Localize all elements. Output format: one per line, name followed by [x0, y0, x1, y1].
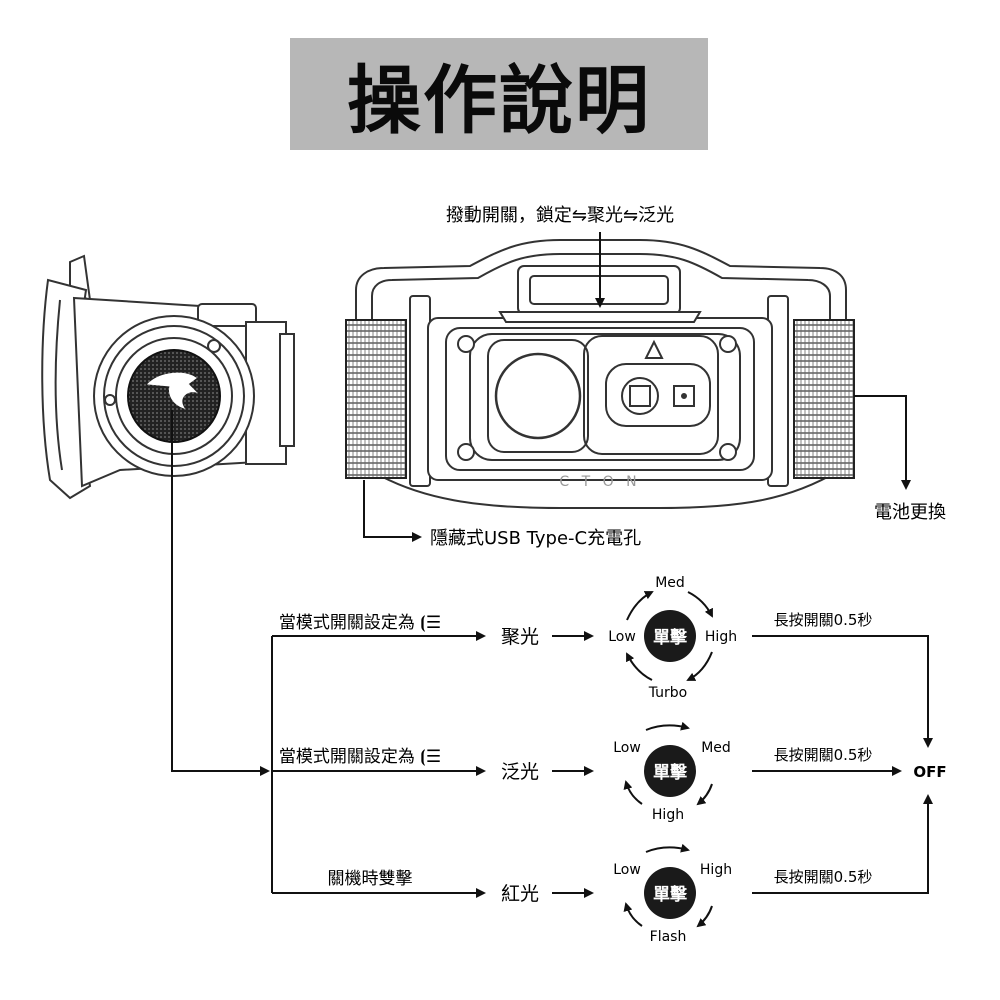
- row2-mode: 泛光: [501, 761, 539, 783]
- row3-click-label: 單擊: [653, 884, 688, 905]
- row3-click-button: [644, 867, 696, 919]
- switch-label: 撥動開關，鎖定⇋聚光⇋泛光: [446, 205, 674, 226]
- row3-mode-topright: High: [700, 862, 732, 878]
- row1-mode-left: Low: [608, 629, 636, 645]
- usb-label: 隱藏式USB Type-C充電孔: [430, 528, 641, 549]
- row1-mode-right: High: [705, 629, 737, 645]
- row2-off-label: 長按開關0.5秒: [774, 746, 873, 764]
- row2-click-label: 單擊: [653, 762, 688, 783]
- row3-condition: 關機時雙擊: [328, 869, 413, 889]
- row3-off-label: 長按開關0.5秒: [774, 868, 873, 886]
- row3-mode-topleft: Low: [613, 862, 641, 878]
- headlamp-side-view: [41, 254, 295, 500]
- battery-label: 電池更換: [874, 502, 946, 523]
- row2-condition: 當模式開關設定為 ⦗☰: [279, 747, 441, 767]
- headlamp-front-view: C T O N: [345, 239, 855, 509]
- row2-mode-bottom: High: [652, 807, 684, 823]
- row-flood: 當模式開關設定為 ⦗☰ 泛光 單擊 Low Med High 長按開關0.5秒 …: [272, 721, 947, 823]
- row2-mode-topright: Med: [701, 740, 731, 756]
- row1-off-label: 長按開關0.5秒: [774, 611, 873, 629]
- row2-click-button: [644, 745, 696, 797]
- row1-mode: 聚光: [501, 626, 539, 648]
- row-red: 關機時雙擊 紅光 單擊 Low High Flash 長按開關0.5秒: [272, 794, 933, 945]
- battery-arrow: [854, 395, 911, 490]
- row1-click-label: 單擊: [653, 627, 688, 648]
- page-title: 操作說明: [347, 57, 651, 144]
- mode-switch-line: [171, 410, 270, 776]
- row3-mode: 紅光: [501, 883, 539, 905]
- off-label: OFF: [913, 763, 946, 781]
- svg-text:C T O N: C T O N: [559, 474, 640, 490]
- row2-mode-topleft: Low: [613, 740, 641, 756]
- row-spot: 當模式開關設定為 ⦗☰ 聚光 單擊 Med Low High Turbo 長按開…: [272, 575, 933, 748]
- row1-mode-top: Med: [655, 575, 685, 591]
- row1-condition: 當模式開關設定為 ⦗☰: [279, 613, 441, 633]
- row1-click-button: [644, 610, 696, 662]
- row3-mode-bottom: Flash: [650, 929, 687, 945]
- usb-arrow: [363, 480, 422, 542]
- row1-mode-bottom: Turbo: [648, 685, 688, 701]
- title-banner: 操作說明: [290, 38, 708, 150]
